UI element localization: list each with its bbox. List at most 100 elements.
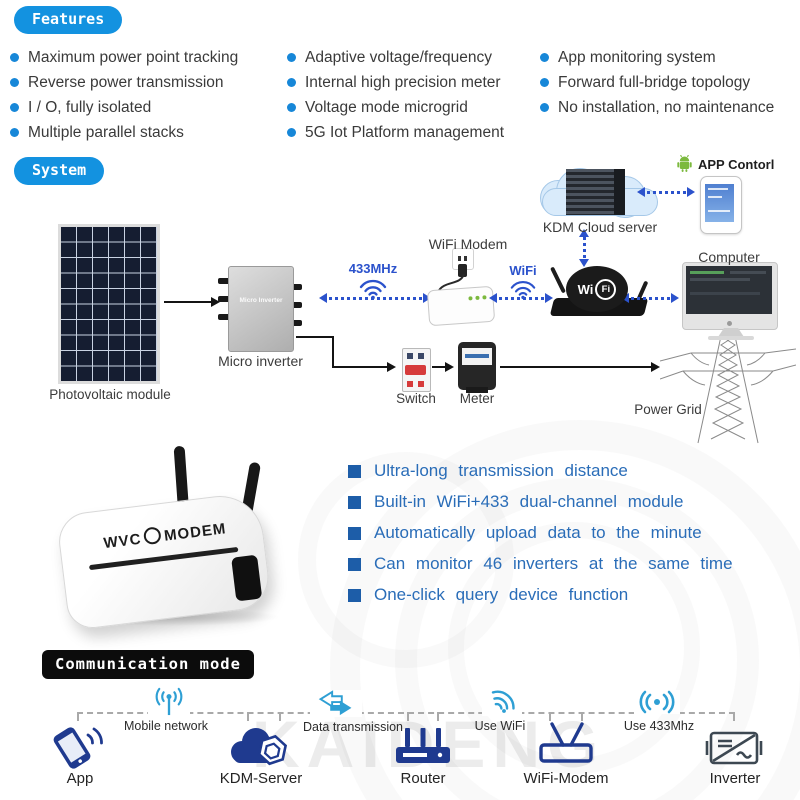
features-column-1: Maximum power point tracking Reverse pow… — [10, 45, 238, 145]
inverter-connector — [218, 314, 230, 320]
communication-mode-badge: Communication mode — [42, 650, 254, 679]
photovoltaic-module-image — [58, 224, 160, 384]
arrow-switch-to-meter — [432, 360, 454, 373]
dashed-tick — [279, 712, 281, 721]
modem-side-vent — [231, 554, 263, 602]
router-node-icon — [396, 728, 450, 763]
computer-base — [708, 336, 754, 340]
feature-item: App monitoring system — [540, 45, 774, 70]
micro-inverter-label: Micro inverter — [218, 353, 303, 369]
link-wifi-label: WiFi — [509, 263, 537, 278]
dotted-arrow-router-computer — [621, 293, 679, 304]
arrow-panel-to-inverter — [164, 295, 220, 308]
dashed-tick — [549, 712, 551, 721]
feature-item: Voltage mode microgrid — [287, 95, 504, 120]
feature-item: 5G Iot Platform management — [287, 120, 504, 145]
dotted-arrow-433 — [319, 293, 431, 304]
server-rack-side — [614, 169, 625, 215]
router-node-label: Router — [400, 770, 446, 787]
cloud-server-label: KDM Cloud server — [542, 219, 658, 235]
wifi-modem-image — [426, 285, 496, 327]
feature-text: Adaptive voltage/frequency — [305, 48, 492, 66]
inverter-connector — [290, 302, 302, 308]
system-badge: System — [14, 157, 105, 185]
feature-item: I / O, fully isolated — [10, 95, 238, 120]
bullet-dot-icon — [287, 103, 296, 112]
inverter-node-label: Inverter — [709, 770, 761, 787]
feature-text: 5G Iot Platform management — [305, 123, 505, 141]
feature-text: I / O, fully isolated — [28, 98, 152, 116]
bullet-dot-icon — [10, 53, 19, 62]
use-433mhz-icon — [634, 690, 680, 714]
feature-text: App monitoring system — [558, 48, 716, 66]
meter-label: Meter — [459, 391, 495, 406]
server-rack-image — [566, 169, 614, 215]
line-inverter-down-2 — [332, 336, 335, 368]
inverter-connector — [218, 278, 230, 284]
bullet-dot-icon — [540, 103, 549, 112]
mobile-network-icon — [148, 686, 190, 717]
app-phone-icon — [53, 727, 103, 769]
modem-feature-item: Ultra-long transmission distance — [348, 456, 628, 486]
line-inverter-down-1 — [296, 336, 334, 339]
dotted-arrow-cloud-phone — [637, 187, 695, 198]
android-icon — [677, 154, 692, 172]
kdm-server-cloud-icon — [231, 728, 288, 766]
dashed-tick — [581, 712, 583, 721]
feature-item: Multiple parallel stacks — [10, 120, 238, 145]
inverter-connector — [290, 284, 302, 290]
meter-image — [458, 342, 496, 393]
feature-item: Adaptive voltage/frequency — [287, 45, 504, 70]
dashed-tick — [407, 712, 409, 721]
dotted-arrow-wifi — [489, 293, 553, 304]
features-column-2: Adaptive voltage/frequency Internal high… — [287, 45, 504, 145]
square-bullet-icon — [348, 495, 361, 509]
micro-inverter-image: Micro Inverter — [228, 266, 294, 352]
arrow-meter-to-grid — [500, 360, 660, 373]
communication-dashed-line — [77, 712, 735, 714]
wifi-modem-node-label: WiFi-Modem — [523, 770, 609, 787]
smartphone-image — [700, 176, 742, 234]
square-bullet-icon — [348, 464, 361, 478]
square-bullet-icon — [348, 526, 361, 540]
features-column-3: App monitoring system Forward full-bridg… — [540, 45, 774, 120]
bullet-dot-icon — [540, 53, 549, 62]
modem-feature-text: Can monitor 46 inverters at the same tim… — [374, 554, 733, 573]
router-wifi-text: Wi — [577, 281, 594, 297]
modem-feature-text: Ultra-long transmission distance — [374, 461, 628, 480]
power-grid-tower-image — [660, 330, 796, 444]
modem-feature-text: Built-in WiFi+433 dual-channel module — [374, 492, 684, 511]
use-wifi-label: Use WiFi — [474, 719, 526, 733]
use-wifi-icon — [482, 688, 522, 716]
photovoltaic-module-label: Photovoltaic module — [49, 387, 171, 402]
wifi-modem-node-icon — [539, 722, 593, 763]
computer-label: Computer — [698, 249, 760, 265]
feature-item: Forward full-bridge topology — [540, 70, 774, 95]
features-badge: Features — [14, 6, 123, 34]
data-transmission-icon — [310, 690, 362, 717]
wifi-modem-label: WiFi Modem — [428, 236, 508, 252]
bullet-dot-icon — [287, 53, 296, 62]
dashed-tick — [733, 712, 735, 721]
router-fi-badge: Fi — [595, 278, 617, 300]
modem-feature-item: One-click query device function — [348, 580, 628, 610]
kdm-server-node-label: KDM-Server — [219, 770, 303, 787]
bullet-dot-icon — [287, 128, 296, 137]
computer-image — [682, 262, 778, 330]
arrow-to-switch — [332, 360, 396, 373]
feature-text: Voltage mode microgrid — [305, 98, 468, 116]
feature-text: Internal high precision meter — [305, 73, 501, 91]
modem-feature-text: One-click query device function — [374, 585, 629, 604]
feature-text: No installation, no maintenance — [558, 98, 775, 116]
power-plug-image — [458, 264, 467, 277]
switch-label: Switch — [396, 391, 436, 406]
brand-logo-icon — [143, 526, 163, 546]
square-bullet-icon — [348, 557, 361, 571]
feature-item: Internal high precision meter — [287, 70, 504, 95]
feature-text: Maximum power point tracking — [28, 48, 239, 66]
app-node-label: App — [66, 770, 94, 787]
modem-feature-item: Built-in WiFi+433 dual-channel module — [348, 487, 684, 517]
